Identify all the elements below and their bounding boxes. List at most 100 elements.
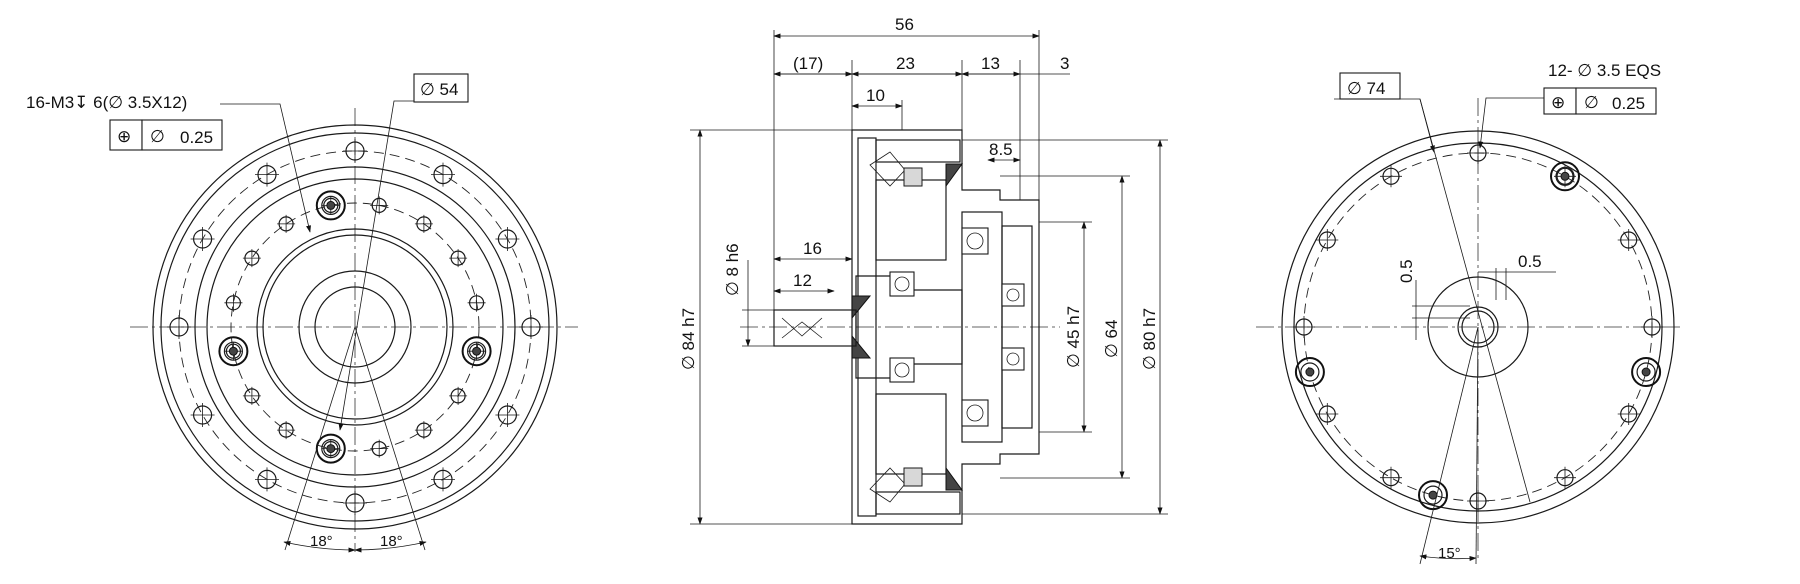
rear-angle-ref-a — [1419, 326, 1479, 565]
outer-hole-center-mark — [519, 315, 543, 339]
screw-head — [461, 336, 492, 367]
inner-bolt-circle — [230, 202, 480, 452]
rear-cover — [1001, 225, 1033, 429]
rear-screw-head — [1418, 480, 1448, 511]
thread-leader — [220, 103, 311, 233]
screw-head-core — [228, 346, 238, 356]
lower-roller-elem — [903, 467, 923, 487]
bolt-circle-frame — [413, 73, 469, 103]
upper-roller-elem — [903, 167, 923, 187]
rear-hole-center-mark — [1380, 466, 1402, 489]
key-flat-mark — [781, 317, 823, 339]
outer-hole-center-mark — [431, 162, 455, 187]
thread-hole-center-mark — [224, 293, 243, 312]
lower-cross-roller — [875, 491, 961, 515]
outer-hole-center-mark — [343, 139, 367, 163]
lower-bearing-ball — [966, 404, 984, 422]
hub-lower-bearing — [889, 357, 915, 383]
screw-head-socket — [467, 341, 487, 361]
outer-rim-inner — [160, 132, 550, 522]
rear-outer-rim — [1281, 130, 1675, 524]
angle-arc-left — [283, 540, 356, 553]
thread-hole-center-mark — [414, 214, 433, 233]
dim-80: ∅ 80 h7 — [1140, 308, 1159, 370]
rear-hole-center-mark — [1316, 229, 1339, 251]
dim-84: ∅ 84 h7 — [679, 308, 698, 370]
hub-lower-bearing-ball — [894, 362, 910, 378]
rear-hole-center-mark — [1617, 403, 1640, 425]
dim-23: 23 — [896, 54, 915, 73]
rear-screw-head-core — [1560, 171, 1570, 181]
rear-hole-center-mark — [1293, 316, 1315, 338]
thread-hole-center-mark — [277, 421, 296, 440]
dim-12: 12 — [793, 271, 812, 290]
rear-tol-symbol-cell — [1543, 87, 1577, 115]
thread-hole-center-mark — [242, 249, 261, 268]
rear-screw-head — [1550, 161, 1580, 192]
rear-upper-bearing-ball — [1006, 288, 1020, 302]
rear-hole-center-mark — [1467, 142, 1489, 164]
rear-angle-label: 15° — [1438, 545, 1461, 562]
dim-17: (17) — [793, 54, 823, 73]
thread-callout: 16-M3↧ 6(∅ 3.5X12) — [26, 93, 187, 112]
shaft-dia: ∅ 8 h6 — [723, 243, 742, 296]
outer-hole-center-mark — [495, 403, 520, 427]
rear-hole-center-mark — [1554, 466, 1576, 489]
dia-74-leader — [1334, 98, 1435, 153]
rear-tol-value: 0.25 — [1612, 94, 1645, 113]
thread-hole-center-mark — [242, 386, 261, 405]
angle-left-label: 18° — [310, 533, 333, 550]
lower-flexspline — [875, 393, 947, 475]
hub-step — [262, 234, 448, 420]
screw-head-core — [326, 200, 336, 210]
flange-ring — [857, 137, 877, 517]
rear-hole-center-mark — [1641, 316, 1663, 338]
screw-head-socket — [321, 195, 341, 215]
screw-heads — [218, 190, 492, 464]
rear-screw-head — [1294, 357, 1325, 387]
thread-hole-center-mark — [277, 214, 296, 233]
rear-screw-head-socket — [1636, 362, 1656, 382]
rear-hole-center-mark — [1467, 490, 1489, 512]
dim-3: 3 — [1060, 54, 1069, 73]
rear-tol-dia-symbol: ∅ — [1584, 93, 1599, 112]
rear-upper-bearing — [1001, 283, 1025, 307]
rear-hole-center-mark — [1316, 403, 1339, 425]
rear-screw-head — [1631, 357, 1662, 387]
tol-dia-symbol: ∅ — [150, 127, 165, 146]
angle-ref-right — [354, 326, 426, 551]
upper-bearing-ball — [966, 232, 984, 250]
angle-ref-left — [284, 326, 356, 551]
rear-screw-head-socket — [1300, 362, 1320, 382]
rear-screw-head-core — [1305, 367, 1315, 377]
left-front-view: 16-M3↧ 6(∅ 3.5X12) ⊕ ∅ 0.25 ∅ 54 18° 18° — [26, 73, 578, 553]
screw-head-core — [472, 346, 482, 356]
dim-56: 56 — [895, 15, 914, 34]
housing-profile — [851, 129, 1040, 525]
holes-callout: 12- ∅ 3.5 EQS — [1548, 61, 1661, 80]
rear-screw-head-core — [1641, 367, 1651, 377]
screw-head-socket — [321, 439, 341, 459]
thread-hole-center-mark — [449, 386, 468, 405]
flange-step — [194, 166, 516, 488]
bolt-circle-leader — [338, 100, 414, 431]
rear-mounting-holes — [1293, 142, 1663, 512]
dim-10: 10 — [866, 86, 885, 105]
offset-v-label: 0.5 — [1397, 259, 1416, 283]
dia-74-dim: ∅ 74 — [1347, 79, 1385, 98]
holes-leader — [1478, 97, 1544, 149]
rear-boss — [1427, 276, 1529, 378]
dim-13: 13 — [981, 54, 1000, 73]
section-view: 56 (17) 23 13 3 10 8.5 16 12 — [679, 15, 1168, 525]
tol-frame-symbol-cell — [109, 119, 143, 151]
outer-hole-center-mark — [190, 227, 215, 251]
angle-arc-right — [354, 540, 427, 553]
screw-head-core — [326, 444, 336, 454]
upper-flexspline — [875, 179, 947, 261]
dim-45: ∅ 45 h7 — [1064, 306, 1083, 368]
hub-upper-bearing — [889, 271, 915, 297]
thread-hole-center-mark — [467, 293, 486, 312]
flange-step-2 — [206, 178, 504, 476]
